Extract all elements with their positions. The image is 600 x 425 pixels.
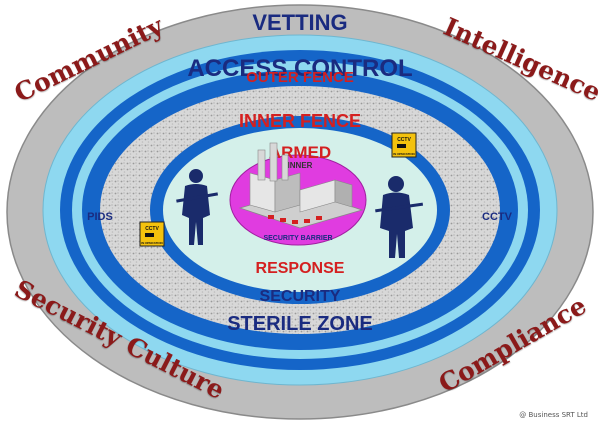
label-inner-fence: INNER FENCE	[239, 111, 361, 131]
label-security-barrier: SECURITY BARRIER	[263, 235, 332, 242]
svg-text:CCTV: CCTV	[397, 137, 411, 143]
label-security: SECURITY	[260, 288, 341, 305]
facility-building	[238, 142, 364, 229]
cctv-sign-icon: CCTV IN OPERATION	[391, 132, 417, 158]
svg-text:IN OPERATION: IN OPERATION	[141, 241, 162, 245]
label-sterile-zone: STERILE ZONE	[227, 313, 373, 335]
armed-guard-left-icon	[176, 169, 219, 245]
svg-text:CCTV: CCTV	[145, 226, 159, 232]
label-pids: PIDS	[87, 211, 113, 223]
label-inner: INNER	[288, 161, 313, 170]
label-outer-fence: OUTER FENCE	[246, 69, 354, 86]
cctv-sign-icon: CCTV IN OPERATION	[139, 221, 165, 247]
label-armed: ARMED	[269, 143, 331, 162]
armed-guard-right-icon	[375, 176, 424, 258]
label-access-control: ACCESS CONTROL	[187, 55, 412, 82]
credit: @ Business SRT Ltd	[519, 411, 588, 419]
svg-text:IN OPERATION: IN OPERATION	[393, 152, 414, 156]
label-cctv: CCTV	[482, 211, 513, 223]
label-vetting: VETTING	[252, 10, 347, 35]
label-response: RESPONSE	[256, 260, 345, 277]
